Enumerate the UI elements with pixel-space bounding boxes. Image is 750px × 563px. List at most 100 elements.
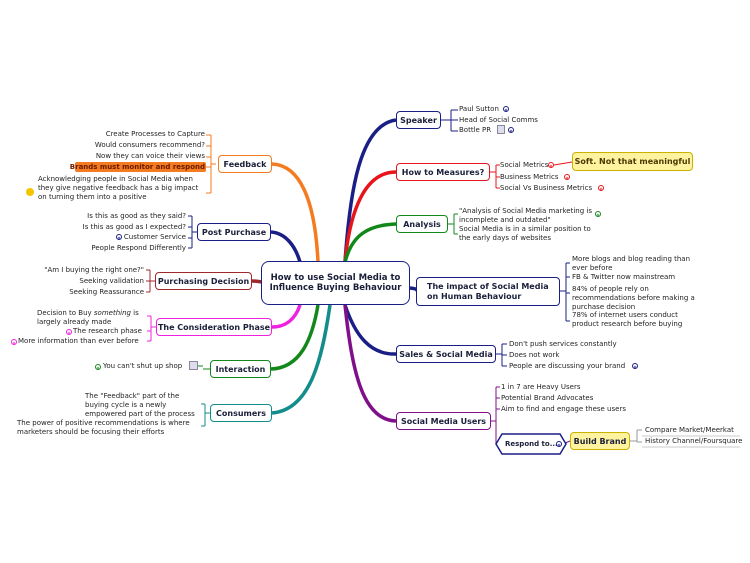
users-item-1: 1 in 7 are Heavy Users [501, 383, 581, 391]
node-consumers[interactable]: Consumers [210, 404, 272, 422]
expand-plus-icon[interactable] [632, 363, 638, 369]
smiley-icon [26, 188, 34, 196]
expand-plus-icon[interactable] [95, 364, 101, 370]
connector-measures [343, 170, 397, 263]
feedback-item-2: Would consumers recommend? [94, 141, 205, 149]
respond-to-label[interactable]: Respond to... [505, 440, 558, 448]
impact-item-4: 78% of internet users conduct product re… [572, 311, 683, 328]
connector-speaker [343, 118, 397, 263]
central-topic-label: How to use Social Media to Influence Buy… [269, 273, 402, 293]
node-impact-label: The impact of Social Media on Human Beha… [427, 281, 549, 301]
node-consideration-label: The Consideration Phase [157, 322, 271, 332]
expand-plus-icon[interactable] [508, 127, 514, 133]
expand-plus-icon[interactable] [595, 211, 601, 217]
speaker-item-2: Head of Social Comms [459, 116, 538, 124]
expand-plus-icon[interactable] [564, 174, 570, 180]
interaction-item-1: You can't shut up shop [103, 362, 183, 370]
connector-post [270, 230, 302, 263]
feedback-item-5: Acknowledging people in Social Media whe… [38, 175, 199, 201]
central-topic[interactable]: How to use Social Media to Influence Buy… [261, 261, 410, 305]
sales-item-3: People are discussing your brand [509, 362, 626, 370]
decision-item-2: Seeking validation [79, 277, 144, 285]
speaker-item-1: Paul Sutton [459, 105, 499, 113]
note-icon[interactable] [189, 361, 198, 370]
build-item-2: History Channel/Foursquare [645, 437, 743, 445]
node-consumers-label: Consumers [216, 408, 266, 418]
node-post-purchase[interactable]: Post Purchase [197, 223, 271, 241]
connector-users [343, 304, 397, 423]
note-icon[interactable] [497, 125, 505, 134]
analysis-item-2: Social Media is in a similar position to… [459, 225, 591, 242]
expand-plus-icon[interactable] [11, 339, 17, 345]
node-interaction-label: Interaction [215, 364, 266, 374]
node-interaction[interactable]: Interaction [210, 360, 271, 378]
expand-plus-icon[interactable] [116, 234, 122, 240]
post-item-4: People Respond Differently [91, 244, 186, 252]
node-impact[interactable]: The impact of Social Media on Human Beha… [416, 277, 560, 306]
node-how-to-measures[interactable]: How to Measures? [396, 163, 490, 181]
feedback-item-3: Now they can voice their views [95, 152, 205, 160]
node-analysis-label: Analysis [403, 219, 441, 229]
measures-item-1: Social Metrics [500, 161, 549, 169]
node-measures-label: How to Measures? [401, 167, 485, 177]
decision-item-3: Seeking Reassurance [69, 288, 144, 296]
sales-item-1: Don't push services constantly [509, 340, 617, 348]
connector-sales [343, 304, 397, 356]
node-analysis[interactable]: Analysis [396, 215, 448, 233]
callout-soft-label: Soft. Not that meaningful [574, 157, 691, 166]
consideration-text-em: something [93, 309, 131, 317]
sales-item-2: Does not work [509, 351, 560, 359]
node-consideration-phase[interactable]: The Consideration Phase [156, 318, 272, 336]
consideration-item-3: More information than ever before [18, 337, 139, 345]
measures-item-3: Social Vs Business Metrics [500, 184, 593, 192]
build-item-1: Compare Market/Meerkat [645, 426, 734, 434]
consumers-item-1: The "Feedback" part of the buying cycle … [85, 392, 195, 418]
consideration-text-a: Decision to Buy [37, 309, 94, 317]
consideration-text-a2: is [130, 309, 139, 317]
connector-consumers [271, 304, 332, 415]
node-purchasing-decision[interactable]: Purchasing Decision [155, 272, 252, 290]
feedback-highlight[interactable] [75, 162, 206, 172]
impact-item-1: More blogs and blog reading than ever be… [572, 255, 691, 272]
connector-consideration [271, 304, 302, 329]
expand-plus-icon[interactable] [556, 441, 562, 447]
measures-item-2: Business Metrics [500, 173, 559, 181]
analysis-item-1: "Analysis of Social Media marketing is i… [459, 207, 592, 224]
post-item-2: Is this as good as I expected? [82, 223, 186, 231]
post-item-1: Is this as good as they said? [87, 212, 186, 220]
post-item-3: Customer Service [123, 233, 186, 241]
expand-plus-icon[interactable] [548, 162, 554, 168]
consumers-item-2: The power of positive recommendations is… [17, 419, 190, 436]
consideration-item-1: Decision to Buy something is [37, 309, 139, 318]
node-build-brand[interactable]: Build Brand [570, 432, 630, 450]
connector-interaction [270, 304, 320, 371]
users-item-2: Potential Brand Advocates [501, 394, 594, 402]
speaker-item-3: Bottle PR [459, 126, 492, 134]
consideration-item-1b: largely already made [37, 318, 112, 326]
callout-soft[interactable]: Soft. Not that meaningful [572, 152, 693, 171]
feedback-item-1: Create Processes to Capture [105, 130, 205, 138]
expand-plus-icon[interactable] [598, 185, 604, 191]
node-post-label: Post Purchase [201, 227, 267, 237]
consideration-item-2: The research phase [73, 327, 142, 335]
connector-feedback [271, 162, 320, 263]
node-decision-label: Purchasing Decision [157, 276, 250, 286]
expand-plus-icon[interactable] [503, 106, 509, 112]
respond-banner-shape [495, 433, 567, 455]
node-sales-social-media[interactable]: Sales & Social Media [396, 345, 496, 363]
node-feedback[interactable]: Feedback [218, 155, 272, 173]
node-speaker-label: Speaker [400, 115, 437, 125]
connector-analysis [343, 222, 397, 263]
impact-item-2: FB & Twitter now mainstream [572, 273, 676, 281]
feedback-item-4: Brands must monitor and respond [69, 163, 205, 171]
users-item-3: Aim to find and engage these users [501, 405, 626, 413]
decision-item-1: "Am I buying the right one?" [44, 266, 144, 274]
node-build-brand-label: Build Brand [573, 436, 627, 446]
node-speaker[interactable]: Speaker [396, 111, 441, 129]
expand-plus-icon[interactable] [66, 329, 72, 335]
node-social-media-users[interactable]: Social Media Users [396, 412, 491, 430]
connector-decision [251, 279, 263, 284]
node-users-label: Social Media Users [400, 416, 487, 426]
node-sales-label: Sales & Social Media [399, 349, 493, 359]
